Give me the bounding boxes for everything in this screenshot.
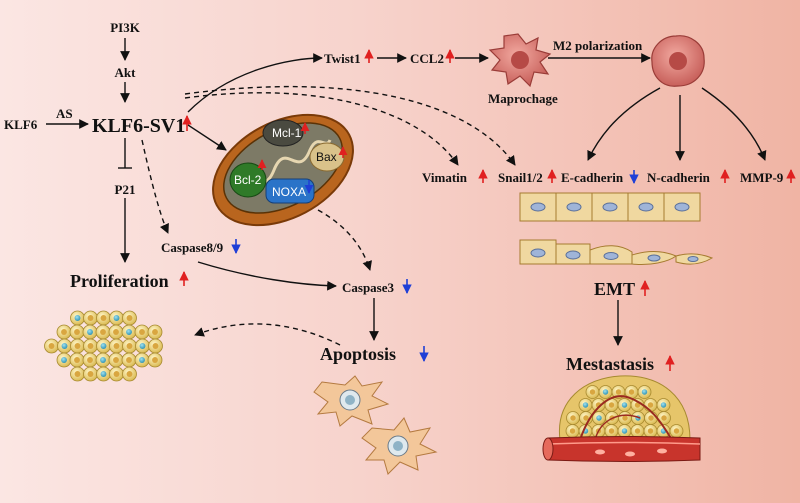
- node-p21: P21: [115, 182, 136, 197]
- node-macrophage: Maprochage: [488, 91, 558, 106]
- protein-bcl2: Bcl-2: [229, 159, 267, 198]
- protein-bax: Bax: [309, 142, 348, 172]
- tumor-cell-cluster: [44, 310, 163, 382]
- svg-text:NOXA: NOXA: [272, 185, 306, 199]
- arrow-klf6sv1-caspase89: [141, 139, 169, 234]
- node-mmp9: MMP-9: [740, 170, 784, 185]
- arrow-m2-ecadherin: [587, 87, 661, 161]
- node-caspase3: Caspase3: [342, 280, 395, 295]
- arrow-klf6sv1-snail: [184, 85, 516, 166]
- node-klf6: KLF6: [4, 117, 38, 132]
- node-ncadherin: N-cadherin: [647, 170, 711, 185]
- node-snail: Snail1/2: [498, 170, 543, 185]
- apoptotic-cell-icon: [313, 375, 390, 427]
- node-ccl2: CCL2: [410, 51, 444, 66]
- node-vimatin: Vimatin: [422, 170, 468, 185]
- epithelial-layer-transition: [519, 239, 714, 265]
- apoptotic-cell-icon: [361, 417, 438, 475]
- node-caspase89: Caspase8/9: [161, 240, 224, 255]
- regulation-arrows: [179, 49, 796, 371]
- protein-mcl1: Mcl-1: [262, 119, 310, 147]
- node-m2-polarization: M2 polarization: [553, 38, 643, 53]
- arrow-m2-mmp9: [701, 87, 767, 161]
- arrow-klf6sv1-twist1: [187, 53, 323, 113]
- node-klf6sv1: KLF6-SV1: [92, 115, 185, 137]
- metastatic-tumor-illustration: [542, 375, 701, 462]
- arrow-klf6sv1-vimatin: [184, 92, 459, 166]
- node-ecadherin: E-cadherin: [561, 170, 624, 185]
- arrow-mito-caspase3: [317, 209, 372, 271]
- arrow-apoptosis-proliferation: [194, 323, 341, 346]
- svg-text:Bax: Bax: [316, 150, 337, 164]
- node-emt: EMT: [594, 279, 635, 299]
- node-pi3k: PI3K: [110, 20, 141, 35]
- connectors: [46, 38, 767, 346]
- node-twist1: Twist1: [324, 51, 361, 66]
- node-as: AS: [56, 106, 73, 121]
- svg-text:Mcl-1: Mcl-1: [272, 126, 302, 140]
- node-akt: Akt: [115, 65, 137, 80]
- node-apoptosis: Apoptosis: [320, 344, 396, 364]
- arrow-caspase89-caspase3: [197, 261, 337, 291]
- node-proliferation: Proliferation: [70, 271, 169, 291]
- labels: PI3K Akt KLF6 AS KLF6-SV1 P21 Proliferat…: [4, 20, 784, 374]
- node-metastasis: Mestastasis: [566, 354, 654, 374]
- arrow-klf6sv1-mito: [187, 124, 227, 151]
- macrophage-icon: [488, 33, 552, 88]
- svg-text:Bcl-2: Bcl-2: [234, 173, 262, 187]
- m2-macrophage-icon: [651, 35, 705, 87]
- epithelial-layer-top: [519, 192, 701, 222]
- protein-noxa: NOXA: [265, 178, 315, 204]
- mitochondrion-illustration: Mcl-1 Bcl-2 Bax NOXA: [212, 113, 354, 227]
